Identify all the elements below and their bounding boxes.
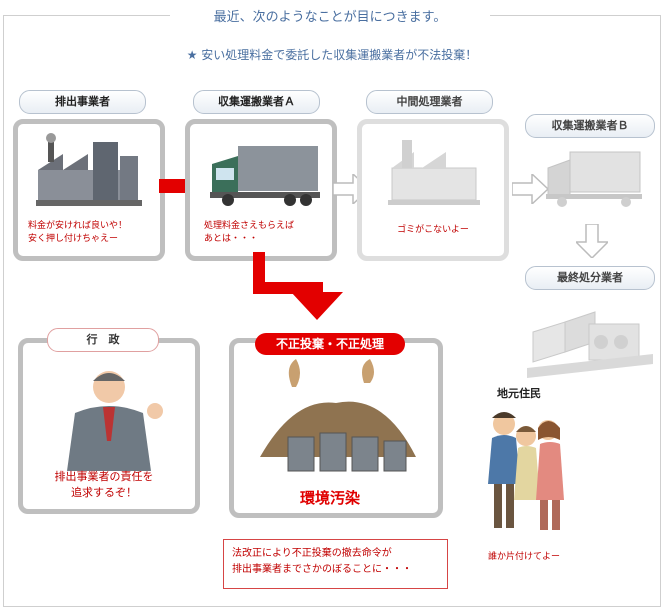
arrow-down-gray-icon xyxy=(576,224,608,258)
factory-icon xyxy=(36,133,142,206)
page-title: 最近、次のようなことが目につきます。 xyxy=(170,6,490,25)
residents-icon xyxy=(488,412,564,530)
caption-government-2: 追求するぞ！ xyxy=(71,486,137,499)
caption-generator-1: 料金が安ければ良いや！ xyxy=(28,221,128,231)
label-carrier-b: 収集運搬業者Ｂ xyxy=(525,114,655,138)
caption-government-1: 排出事業者の責任を xyxy=(54,470,154,483)
caption-generator-2: 安く押し付けちゃえー xyxy=(28,234,119,244)
label-final: 最終処分業者 xyxy=(525,266,655,290)
card-intermediate: ゴミがこないよー xyxy=(357,119,509,261)
badge-illegal-dumping: 不正投棄・不正処理 xyxy=(255,333,405,355)
caption-intermediate: ゴミがこないよー xyxy=(397,225,469,235)
truck-gray-icon xyxy=(546,151,642,207)
plant-icon xyxy=(388,140,480,205)
label-residents: 地元住民 xyxy=(497,387,541,400)
arrow-down-icon xyxy=(253,252,343,320)
page-subtitle: ★ 安い処理料金で委託した収集運搬業者が不法投棄！ xyxy=(186,48,478,62)
card-government: 排出事業者の責任を 追求するぞ！ xyxy=(18,338,200,514)
arrow-right-gray-icon-2 xyxy=(512,174,548,204)
card-generator: 料金が安ければ良いや！ 安く押し付けちゃえー xyxy=(13,119,165,261)
label-carrier-a: 収集運搬業者Ａ xyxy=(193,90,320,114)
law-note-line-1: 法改正により不正投棄の撤去命令が xyxy=(232,548,392,559)
caption-carrier-a-2: あとは・・・ xyxy=(204,234,259,244)
disposal-site-icon xyxy=(527,311,653,378)
caption-residents: 誰か片付けてよー xyxy=(488,552,561,562)
label-government: 行 政 xyxy=(47,328,159,352)
law-note-box xyxy=(223,539,448,589)
label-environmental-pollution: 環境汚染 xyxy=(299,489,360,507)
official-icon xyxy=(67,371,163,471)
label-intermediate: 中間処理業者 xyxy=(366,90,493,114)
caption-carrier-a-1: 処理料金さえもらえば xyxy=(204,221,295,231)
garbage-pile-icon xyxy=(260,359,416,472)
card-carrier-a: 処理料金さえもらえば あとは・・・ xyxy=(185,119,337,261)
law-note-line-2: 排出事業者までさかのぼることに・・・ xyxy=(232,564,412,575)
truck-icon xyxy=(210,146,320,206)
label-generator: 排出事業者 xyxy=(19,90,146,114)
